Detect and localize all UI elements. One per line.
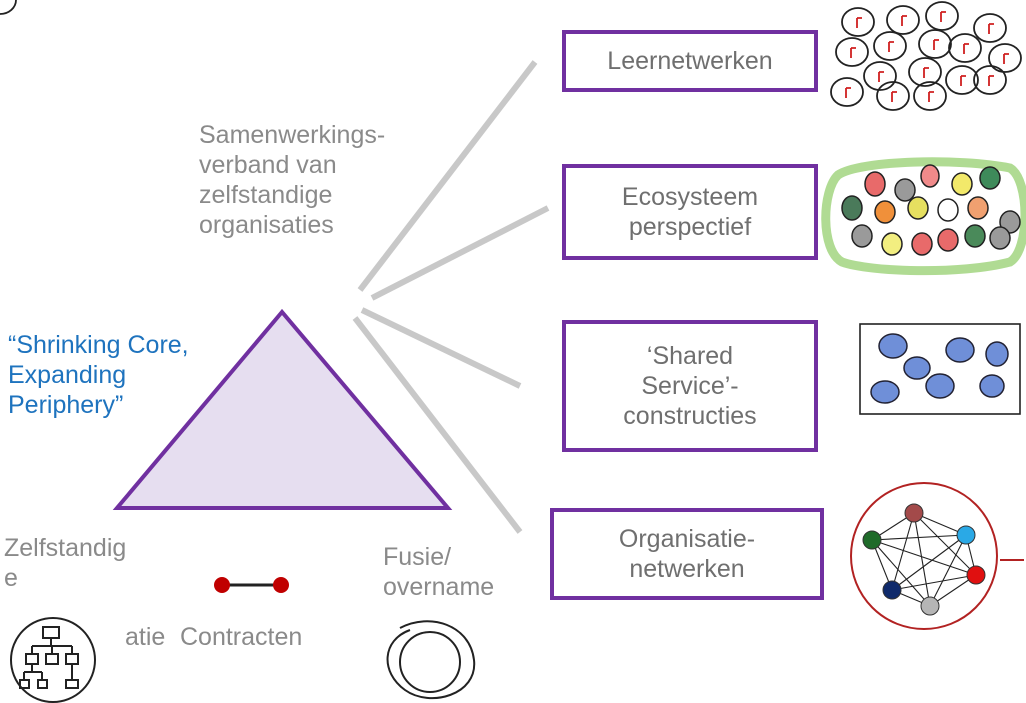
network-node: [966, 565, 986, 585]
ecosystem-sketch-icon: [821, 157, 1026, 276]
network-node: [920, 596, 940, 616]
connector-lines: [352, 60, 550, 534]
shared-service-sketch-icon: [859, 323, 1021, 415]
network-graph-icon: [850, 482, 1024, 630]
independent-organisation-label: Zelfstandig e: [4, 534, 127, 592]
connector-leernetwerken: [357, 60, 538, 292]
org-chart-sketch-icon: [10, 617, 96, 703]
organisation-networks-box: Organisatie- netwerken: [550, 508, 824, 600]
network-node: [862, 530, 882, 550]
network-node: [904, 503, 924, 523]
connector-organisatie: [352, 316, 523, 534]
ecosystem-perspective-box: Ecosysteem perspectief: [562, 164, 818, 260]
network-node: [956, 525, 976, 545]
collaboration-label: Samenwerkings- verband van zelfstandige …: [199, 121, 386, 239]
merger-sketch-icon: [386, 620, 476, 699]
contract-icon: [214, 577, 289, 593]
connector-ecosysteem: [370, 205, 550, 301]
contracts-label: Contracten: [180, 623, 303, 651]
connector-shared: [360, 307, 522, 389]
merger-label: Fusie/ overname: [383, 543, 495, 601]
shrinking-core-label: “Shrinking Core, Expanding Periphery”: [8, 331, 189, 419]
independent-organisation-label-tail: atie: [125, 623, 166, 651]
learning-networks-box: Leernetwerken: [562, 30, 818, 92]
network-node: [882, 580, 902, 600]
spectrum-triangle: [112, 308, 453, 510]
shared-service-box: ‘Shared Service’- constructies: [562, 320, 818, 452]
